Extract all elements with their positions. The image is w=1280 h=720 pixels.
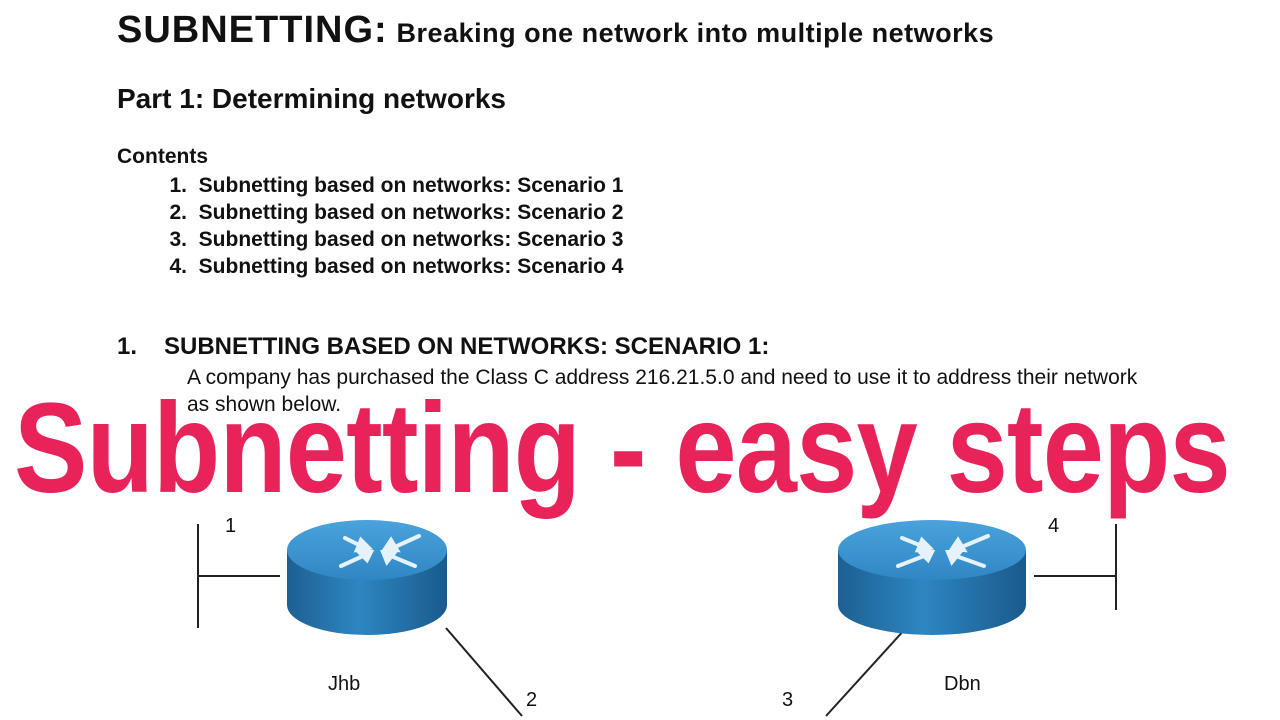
link-label-4: 4 [1048,515,1060,537]
section-heading: 1. SUBNETTING BASED ON NETWORKS: SCENARIO… [117,333,769,361]
router-icon [287,520,447,635]
toc-item-text: Subnetting based on networks: Scenario 3 [198,228,624,251]
section-heading-text: SUBNETTING BASED ON NETWORKS: SCENARIO 1… [164,333,770,360]
router-icon [838,520,1026,635]
router-label-jhb: Jhb [328,673,361,695]
toc-item-text: Subnetting based on networks: Scenario 4 [198,255,624,278]
toc-item-number: 4. [169,255,187,278]
table-of-contents: 1. Subnetting based on networks: Scenari… [117,172,623,280]
title-main: SUBNETTING: [117,9,388,51]
toc-item-number: 1. [169,174,187,197]
link-label-3: 3 [782,689,794,711]
router-label-dbn: Dbn [944,673,981,695]
document-title: SUBNETTING: Breaking one network into mu… [117,9,995,52]
toc-item[interactable]: 4. Subnetting based on networks: Scenari… [117,253,623,280]
part-heading: Part 1: Determining networks [117,83,506,114]
link-3 [825,627,907,717]
title-subtitle: Breaking one network into multiple netwo… [396,18,995,48]
network-segment-1 [197,524,280,628]
toc-item[interactable]: 3. Subnetting based on networks: Scenari… [117,226,623,253]
section-number: 1. [117,333,138,360]
toc-item-text: Subnetting based on networks: Scenario 1 [198,174,624,197]
link-label-2: 2 [526,689,538,711]
link-2 [445,627,523,717]
toc-item[interactable]: 1. Subnetting based on networks: Scenari… [117,172,623,199]
toc-item-number: 2. [169,201,187,224]
section-body: A company has purchased the Class C addr… [187,366,1138,416]
contents-label: Contents [117,145,208,168]
toc-item-number: 3. [169,228,187,251]
overlay-title: Subnetting - easy steps [14,377,1231,520]
toc-item[interactable]: 2. Subnetting based on networks: Scenari… [117,199,623,226]
toc-item-text: Subnetting based on networks: Scenario 2 [198,201,624,224]
network-segment-4 [1034,524,1117,610]
link-label-1: 1 [225,515,237,537]
